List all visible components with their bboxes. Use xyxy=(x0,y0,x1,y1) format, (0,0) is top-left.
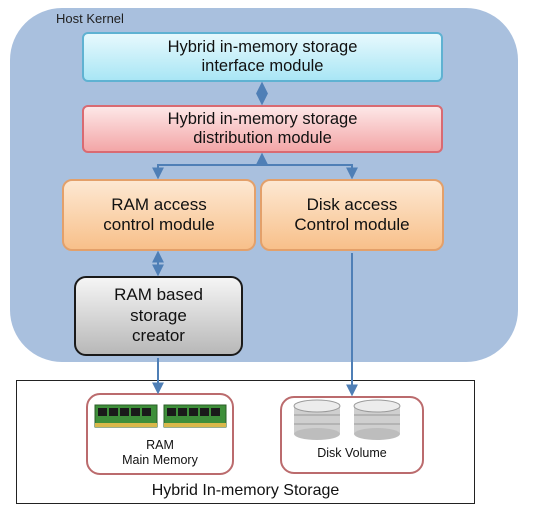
disk-volume-label: Disk Volume xyxy=(317,446,387,460)
hybrid-storage-label: Hybrid In-memory Storage xyxy=(151,482,340,499)
ram-storage-creator: RAM based storage creator xyxy=(74,276,243,356)
ram-modules-icon xyxy=(94,404,227,428)
arrow-distribution-branch xyxy=(152,164,358,180)
disk-icon-left xyxy=(293,399,341,440)
ram-access-control-module: RAM access control module xyxy=(62,179,256,251)
disk-icon-right xyxy=(353,399,401,440)
host-kernel-label: Host Kernel xyxy=(56,11,124,26)
distribution-module: Hybrid in-memory storage distribution mo… xyxy=(82,105,443,153)
disk-access-control-module: Disk access Control module xyxy=(260,179,444,251)
ram-main-memory-label: RAM Main Memory xyxy=(122,438,198,467)
interface-module: Hybrid in-memory storage interface modul… xyxy=(82,32,443,82)
